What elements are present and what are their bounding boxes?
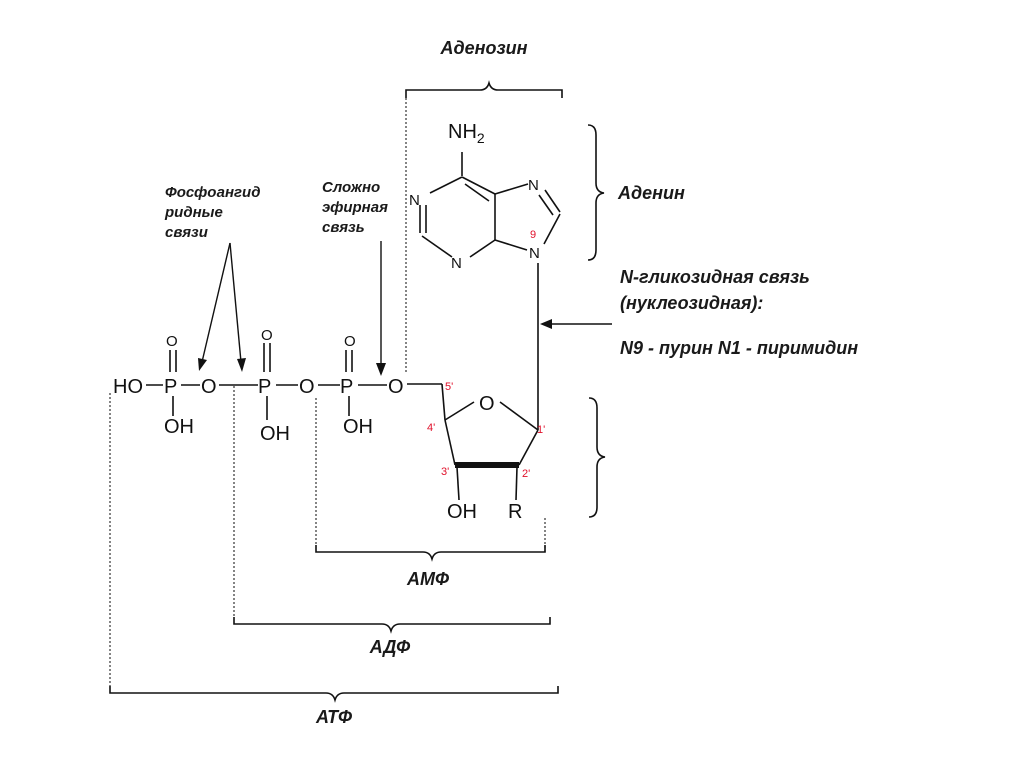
glycosidic-label-2: (нуклеозидная): [620,293,763,313]
glycosidic-label-1: N-гликозидная связь [620,267,810,287]
oh-beta-atom: OH [260,423,290,445]
adp-label: АДФ [369,637,410,657]
ho-atom: HO [113,376,143,398]
glycosidic-label-3: N9 - пурин N1 - пиримидин [620,338,858,358]
n9-number: 9 [530,229,536,241]
phosphoanhydride-label-1: Фосфоангид [165,184,260,201]
adp-brace [233,386,551,634]
adenine-ring [419,152,561,258]
p-oh-bonds [172,396,350,420]
oh-alpha-atom: OH [343,416,373,438]
p-double-bonds [169,343,353,372]
amp-label: АМФ [406,569,449,589]
adenosine-label: Аденозин [439,38,527,58]
c5-number: 5' [445,381,453,393]
glycosidic-arrow [540,319,612,329]
adenine-brace [587,124,605,261]
adenosine-brace [405,80,563,98]
o-alpha-double-atom: O [344,333,356,350]
o-beta-double-atom: O [261,327,273,344]
atp-label: АТФ [315,707,352,727]
oh-gamma-atom: OH [164,416,194,438]
c1-number: 1' [537,424,545,436]
c3-number: 3' [441,466,449,478]
phosphoanhydride-arrows [198,242,246,372]
ribose-ring [407,383,539,501]
r-2prime-atom: R [508,501,522,523]
n1-atom: N [409,192,420,209]
oh-3prime-atom: OH [447,501,477,523]
atp-brace [109,393,559,703]
o-gamma-double-atom: O [166,333,178,350]
nh2-atom: NH2 [448,121,485,146]
ester-arrow [376,241,386,376]
c4-number: 4' [427,422,435,434]
amp-brace [315,398,546,562]
n7-atom: N [528,177,539,194]
ester-label-1: Сложно [322,179,380,196]
phosphoanhydride-label-2: ридные [164,204,223,221]
p-alpha-atom: P [340,376,353,398]
phosphoanhydride-label-3: связи [165,224,208,241]
adenine-label: Аденин [617,183,685,203]
c2-number: 2' [522,468,530,480]
o-ester-atom: O [388,376,404,398]
p-beta-atom: P [258,376,271,398]
o-beta-alpha-atom: O [299,376,315,398]
n9-atom: N [529,245,540,262]
n3-atom: N [451,255,462,272]
ring-oxygen-atom: O [479,393,495,415]
p-gamma-atom: P [164,376,177,398]
o-gamma-beta-atom: O [201,376,217,398]
ribose-brace [588,397,606,518]
ester-label-2: эфирная [322,199,388,216]
ester-label-3: связь [322,219,365,236]
